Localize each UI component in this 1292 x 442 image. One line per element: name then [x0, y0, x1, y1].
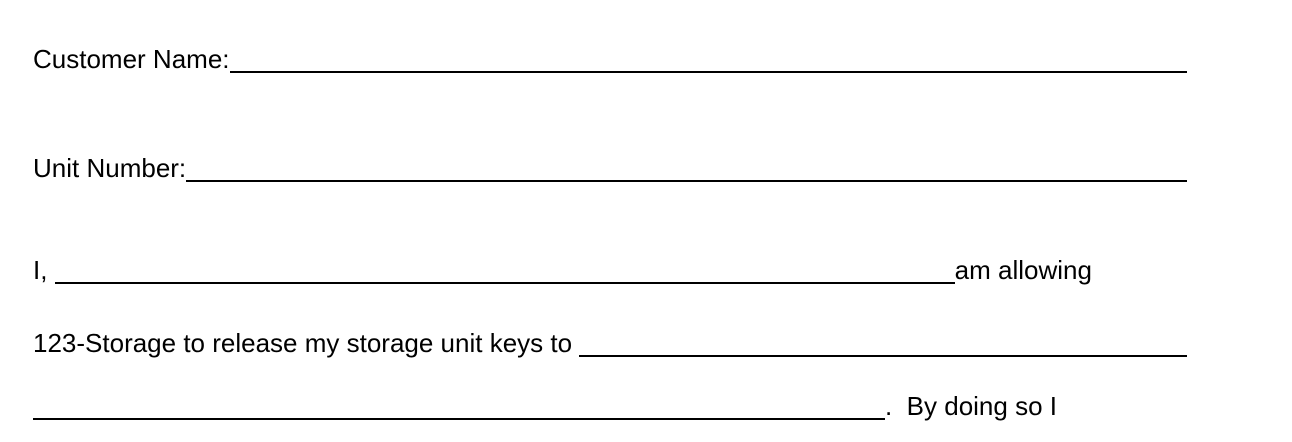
authorization-line2-text: 123-Storage to release my storage unit k…	[33, 328, 573, 358]
customer-name-blank[interactable]	[229, 42, 1187, 73]
recipient-name-blank[interactable]	[579, 326, 1187, 357]
unit-number-row: Unit Number:	[33, 151, 1187, 185]
authorizer-name-blank[interactable]	[54, 253, 955, 284]
authorization-line-3: . By doing so I	[33, 389, 1187, 423]
authorization-line-2: 123-Storage to release my storage unit k…	[33, 326, 1187, 360]
unit-number-blank[interactable]	[186, 151, 1187, 182]
customer-name-row: Customer Name:	[33, 42, 1187, 76]
recipient-name-blank-continued[interactable]	[33, 389, 885, 420]
authorization-line1-suffix: am allowing	[954, 255, 1092, 285]
authorization-line-1: I, am allowing	[33, 253, 1187, 287]
customer-name-label: Customer Name:	[33, 44, 230, 74]
authorization-line1-prefix: I,	[33, 255, 55, 285]
unit-number-label: Unit Number:	[33, 153, 187, 183]
authorization-line3-suffix: . By doing so I	[885, 391, 1057, 421]
